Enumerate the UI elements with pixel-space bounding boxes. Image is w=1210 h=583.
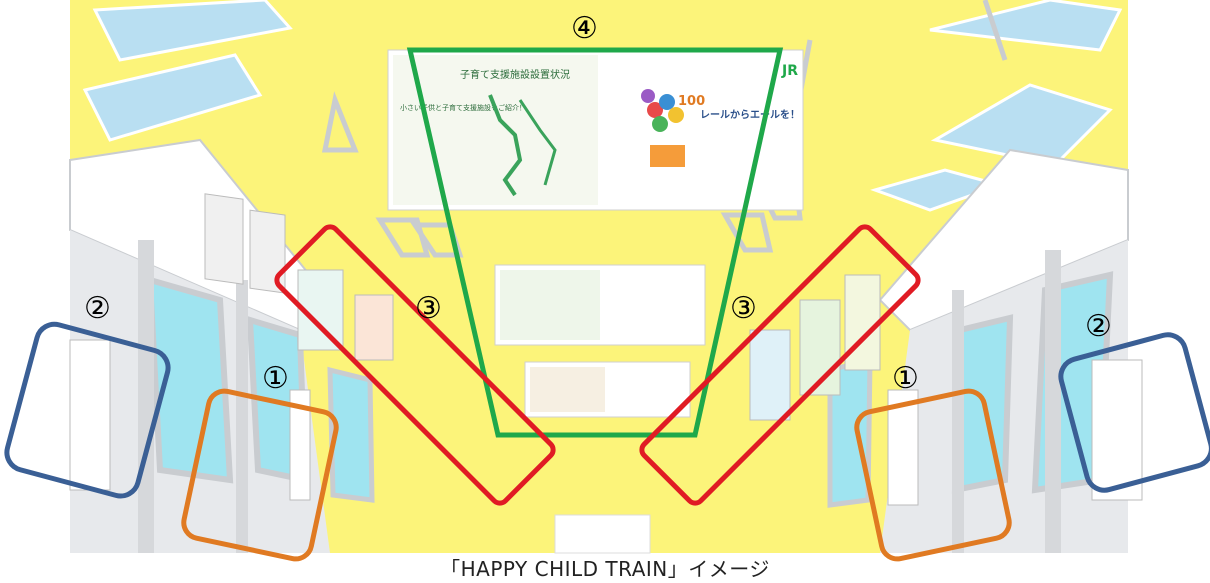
left-pole (236, 280, 248, 553)
highlight-area-2-right (1058, 332, 1210, 493)
balloons-illustration (641, 89, 685, 167)
main-hanging-poster: 子育て支援施設設置状況 小さい子供と子育て支援施設をご紹介！ JR 100 レー… (387, 49, 804, 418)
poster-brand: JR (781, 63, 798, 79)
poster-left-title: 子育て支援施設設置状況 (460, 68, 570, 81)
side-posters (69, 193, 1143, 506)
right-ceiling-window (929, 0, 1123, 52)
poster-number: 100 (678, 94, 705, 109)
left-ceiling-window (82, 53, 263, 142)
marker-2-right: ② (1085, 309, 1112, 344)
marker-3-right: ③ (730, 291, 757, 326)
highlight-area-1-left (181, 388, 339, 562)
marker-1-right: ① (892, 361, 919, 396)
right-pole (1045, 250, 1061, 553)
marker-4: ④ (571, 11, 598, 46)
aisle-floor (430, 440, 780, 553)
marker-2-left: ② (84, 291, 111, 326)
poster-left-heading: 小さい子供と子育て支援施設をご紹介！ (400, 103, 526, 112)
marker-1-left: ① (262, 361, 289, 396)
pillar-poster (289, 389, 311, 501)
marker-3-left: ③ (415, 291, 442, 326)
highlight-area-3-left (274, 224, 556, 506)
left-pole (138, 240, 154, 553)
highlight-area-4 (406, 47, 784, 438)
right-pole (952, 290, 964, 553)
left-door-glass (146, 275, 234, 484)
right-luggage-rack (878, 148, 1129, 332)
highlight-area-2-left (4, 321, 171, 499)
far-end-door (554, 514, 651, 554)
poster-right-title: レールからエールを！ (700, 109, 800, 121)
highlight-area-1-right (854, 388, 1012, 562)
left-ceiling-window (92, 0, 293, 62)
image-caption: 「HAPPY CHILD TRAIN」イメージ (440, 557, 770, 581)
highlight-area-3-right (639, 224, 921, 506)
